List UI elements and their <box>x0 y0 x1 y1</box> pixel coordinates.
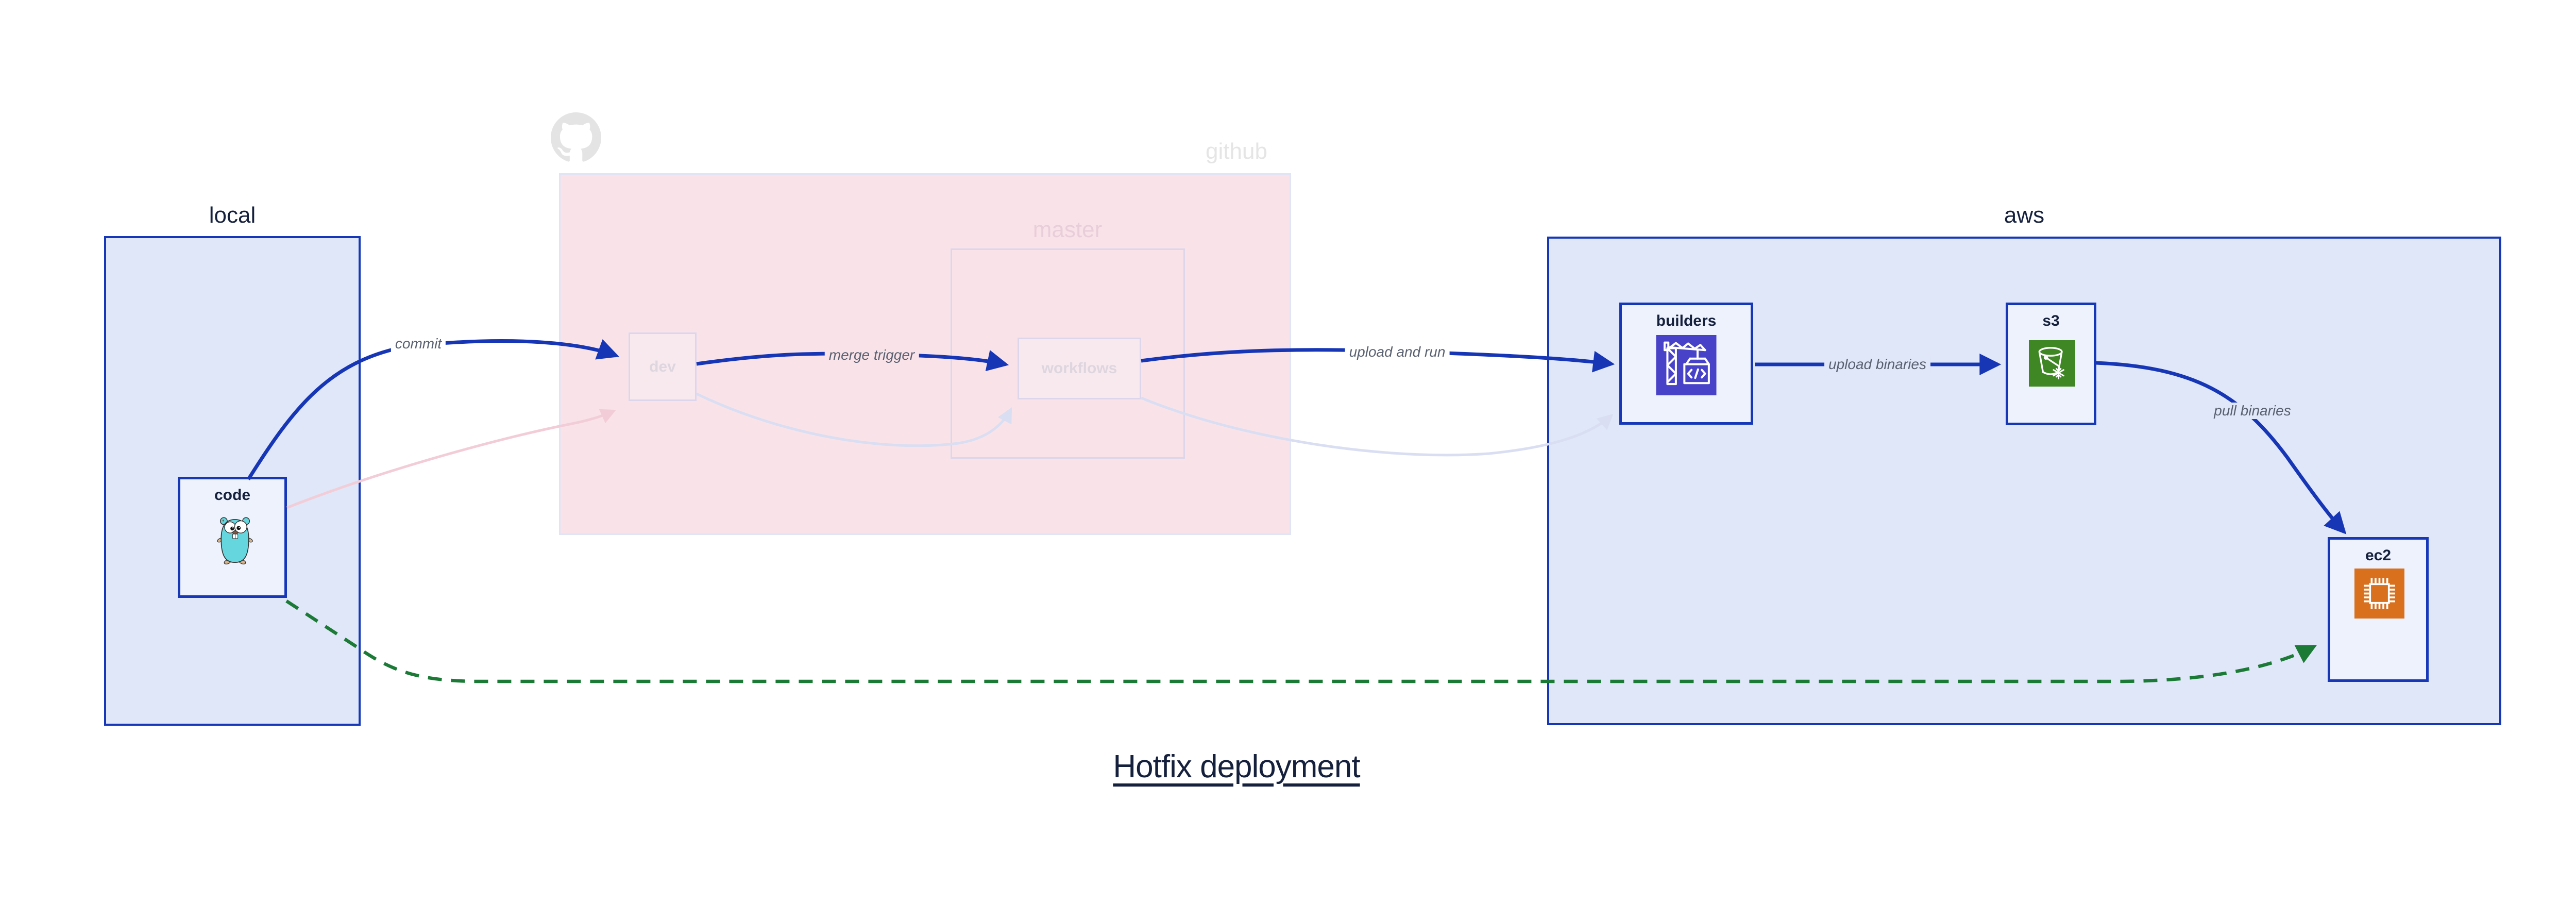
edge-label-commit: commit <box>391 336 446 352</box>
node-ec2: ec2 <box>2328 537 2429 682</box>
node-workflows: workflows <box>1018 338 1141 399</box>
group-aws-label: aws <box>2004 203 2045 228</box>
node-builders: builders <box>1619 303 1753 425</box>
s3-glacier-bucket-icon <box>2029 340 2075 387</box>
node-builders-label: builders <box>1656 312 1717 329</box>
diagram-title: Hotfix deployment <box>1113 749 1360 784</box>
node-s3: s3 <box>2006 303 2096 425</box>
edge-label-upload-and-run: upload and run <box>1345 344 1450 360</box>
node-code: code <box>178 477 287 598</box>
codebuild-crane-icon <box>1656 335 1717 395</box>
node-workflows-label: workflows <box>1041 360 1117 377</box>
node-dev: dev <box>629 332 697 401</box>
edge-label-upload-binaries: upload binaries <box>1824 356 1930 373</box>
node-dev-label: dev <box>649 358 676 375</box>
node-s3-label: s3 <box>2042 312 2060 329</box>
edge-label-merge-trigger: merge trigger <box>824 347 919 363</box>
group-local-label: local <box>209 203 256 228</box>
node-ec2-label: ec2 <box>2365 547 2392 564</box>
octocat-icon <box>551 112 601 162</box>
ec2-chip-icon <box>2354 569 2404 619</box>
go-gopher-icon <box>217 517 253 564</box>
node-code-label: code <box>214 487 251 504</box>
edge-label-pull-binaries: pull binaries <box>2210 403 2295 419</box>
group-github-label: github <box>1206 139 1267 164</box>
group-master-label: master <box>1032 217 1103 242</box>
